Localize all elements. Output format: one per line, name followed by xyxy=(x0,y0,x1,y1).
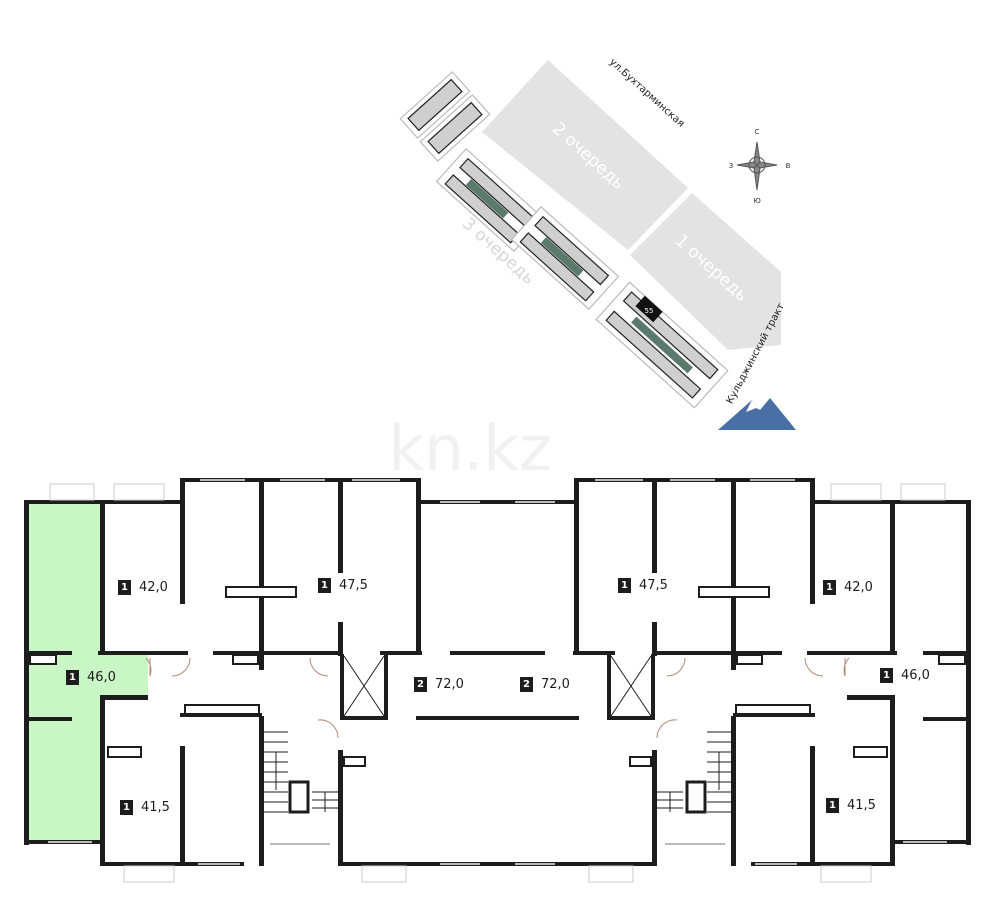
rooms-badge: 1 xyxy=(118,580,131,595)
phase-2-area: 2 очередь xyxy=(482,60,688,250)
compass-e: В xyxy=(786,162,791,170)
rooms-badge: 1 xyxy=(826,798,839,813)
unit-area: 46,0 xyxy=(901,668,930,683)
unit-area: 72,0 xyxy=(435,677,464,692)
rooms-badge: 1 xyxy=(880,668,893,683)
phase-1-area: 1 очередь xyxy=(630,193,781,350)
rooms-badge: 1 xyxy=(823,580,836,595)
unit-area: 42,0 xyxy=(139,580,168,595)
unit-area: 72,0 xyxy=(541,677,570,692)
selected-building[interactable]: 55 xyxy=(635,295,663,323)
rooms-badge: 2 xyxy=(520,677,533,692)
compass-s: Ю xyxy=(753,197,761,205)
unit-area: 47,5 xyxy=(639,578,668,593)
unit-area: 47,5 xyxy=(339,578,368,593)
compass-w: З xyxy=(729,162,734,170)
compass-icon: С Ю З В xyxy=(729,128,791,205)
selected-building-number: 55 xyxy=(645,307,654,315)
unit-area: 41,5 xyxy=(847,798,876,813)
rooms-badge: 1 xyxy=(318,578,331,593)
rooms-badge: 1 xyxy=(618,578,631,593)
selected-unit-highlight[interactable] xyxy=(29,504,148,840)
unit-area: 42,0 xyxy=(844,580,873,595)
rooms-badge: 1 xyxy=(66,670,79,685)
rooms-badge: 2 xyxy=(414,677,427,692)
unit-area: 41,5 xyxy=(141,800,170,815)
mountain-icon xyxy=(718,398,796,430)
compass-n: С xyxy=(755,128,760,136)
building-blocks xyxy=(399,71,729,409)
watermark: kn.kz xyxy=(388,412,551,485)
unit-area: 46,0 xyxy=(87,670,116,685)
rooms-badge: 1 xyxy=(120,800,133,815)
